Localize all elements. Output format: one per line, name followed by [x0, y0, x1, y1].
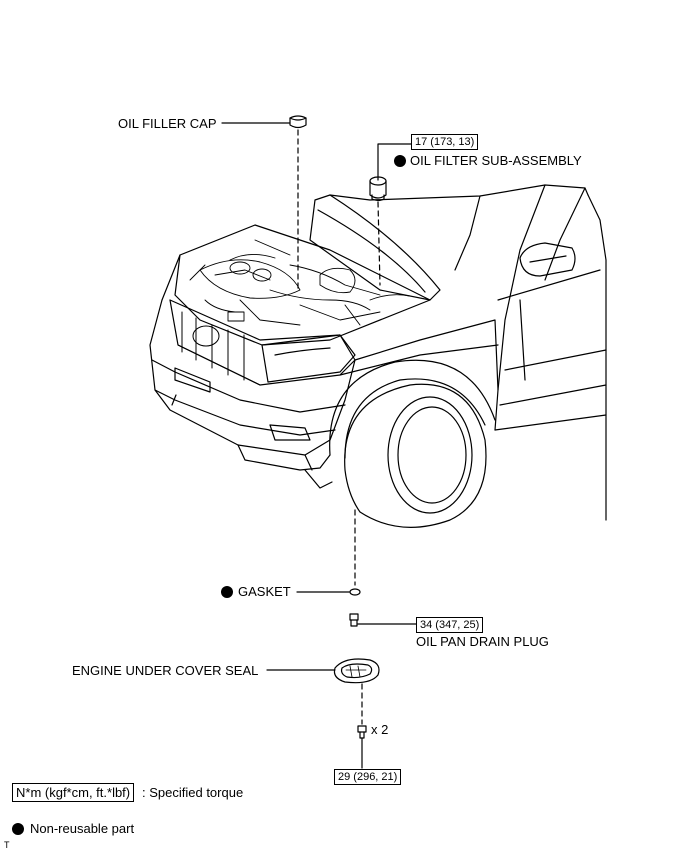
gasket-part — [296, 509, 361, 596]
side-mirror — [519, 242, 576, 277]
oil-filler-cap-part — [221, 115, 307, 291]
drain-plug-part — [349, 613, 417, 627]
oil-filler-cap-label: OIL FILLER CAP — [118, 116, 217, 131]
footer-mark: T — [4, 840, 10, 850]
vehicle-illustration — [149, 184, 607, 528]
under-cover-bolt-torque-box: 29 (296, 21) — [334, 769, 402, 785]
bolt-part — [357, 725, 367, 769]
nonreusable-marker — [394, 155, 406, 167]
oil-filter-label: OIL FILTER SUB-ASSEMBLY — [410, 153, 582, 168]
front-tire — [344, 383, 487, 528]
gasket-label: GASKET — [238, 584, 291, 599]
drain-plug-torque-box: 34 (347, 25) — [416, 617, 484, 633]
nonreusable-legend-label: Non-reusable part — [30, 821, 135, 836]
nonreusable-marker — [221, 586, 233, 598]
nonreusable-legend-marker — [12, 823, 24, 835]
engine-under-cover-seal-label: ENGINE UNDER COVER SEAL — [72, 663, 259, 678]
grille — [177, 311, 261, 386]
oil-filter-torque-box: 17 (173, 13) — [411, 134, 479, 150]
bolt-quantity-label: x 2 — [371, 722, 389, 737]
oil-filter-part — [369, 143, 413, 286]
under-cover-seal-part — [266, 658, 380, 725]
oil-pan-drain-plug-label: OIL PAN DRAIN PLUG — [416, 634, 549, 649]
torque-units-legend: N*m (kgf*cm, ft.*lbf) — [12, 783, 135, 802]
torque-legend-description: : Specified torque — [142, 785, 244, 800]
